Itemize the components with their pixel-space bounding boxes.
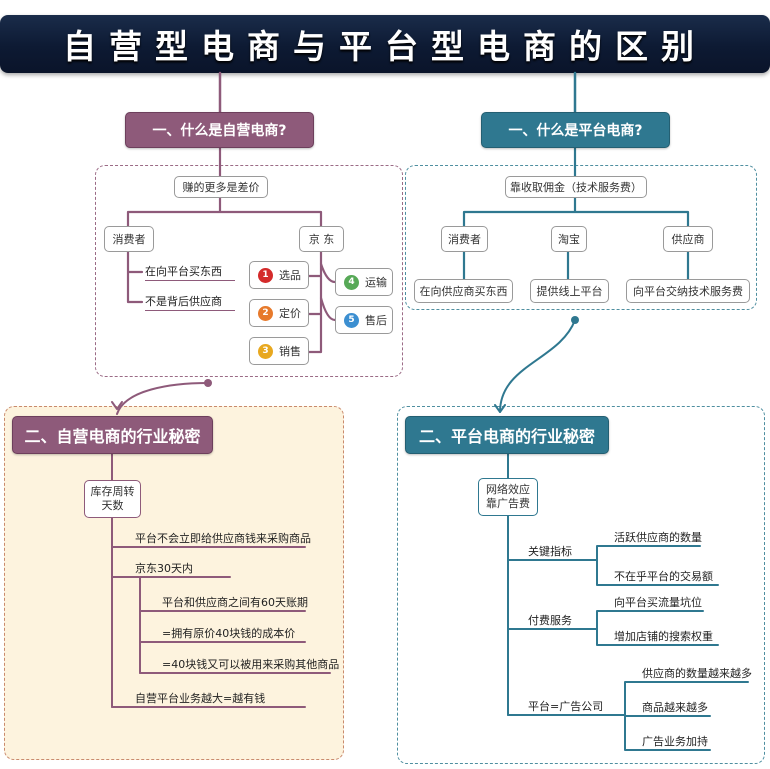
platform-consumer-node: 消费者: [441, 226, 488, 252]
inventory-turnover-line: 天数: [101, 499, 124, 512]
page-title: 自营型电商与平台型电商的区别: [63, 27, 707, 66]
jd-item-label: 定价: [279, 307, 301, 320]
platform-consumer-child: 在向供应商买东西: [414, 279, 513, 303]
jd-item-label: 销售: [279, 345, 301, 358]
ad-company-item-3: 广告业务加持: [642, 735, 708, 748]
key-metric-item-1: 活跃供应商的数量: [614, 531, 702, 544]
jd-item-label: 运输: [365, 276, 387, 289]
jd-item-pricing: 2 定价: [249, 299, 309, 327]
consumer-item-2: 不是背后供应商: [145, 295, 235, 311]
left-secret-item-4: =拥有原价40块钱的成本价: [162, 627, 296, 640]
network-effect-node: 网络效应 靠广告费: [478, 478, 538, 516]
supplier-child: 向平台交纳技术服务费: [626, 279, 750, 303]
step-3-icon: 3: [258, 343, 273, 359]
jd-item-shipping: 4 运输: [335, 268, 393, 296]
left-bottom-region: [4, 406, 344, 760]
title-banner: [0, 15, 770, 73]
step-5-icon: 5: [344, 312, 359, 328]
left-secret-item-6: 自营平台业务越大=越有钱: [135, 692, 266, 705]
right-top-region: [405, 165, 757, 310]
taobao-child: 提供线上平台: [530, 279, 609, 303]
step-4-icon: 4: [344, 274, 359, 290]
left-secret-item-3: 平台和供应商之间有60天账期: [162, 596, 308, 609]
inventory-turnover-line: 库存周转: [90, 485, 135, 498]
inventory-turnover-node: 库存周转 天数: [84, 480, 141, 518]
key-metric-item-2: 不在乎平台的交易额: [614, 570, 713, 583]
network-effect-line: 网络效应: [486, 483, 530, 496]
ad-company-item-2: 商品越来越多: [642, 701, 708, 714]
ad-company-label: 平台=广告公司: [528, 700, 604, 713]
supplier-node: 供应商: [663, 226, 713, 252]
paid-service-item-2: 增加店铺的搜索权重: [614, 630, 713, 643]
left-secret-item-5: =40块钱又可以被用来采购其他商品: [162, 658, 340, 671]
platform-header: 一、什么是平台电商?: [481, 112, 670, 148]
jd-item-sales: 3 销售: [249, 337, 309, 365]
self-operated-header: 一、什么是自营电商?: [125, 112, 314, 148]
consumer-node: 消费者: [104, 226, 154, 252]
ad-company-item-1: 供应商的数量越来越多: [642, 667, 752, 680]
jd-node: 京 东: [299, 226, 344, 252]
jd-item-label: 售后: [365, 314, 387, 327]
jd-item-select: 1 选品: [249, 261, 309, 289]
key-metric-label: 关键指标: [528, 545, 572, 558]
left-secret-item-2: 京东30天内: [135, 562, 193, 575]
step-1-icon: 1: [258, 267, 273, 283]
left-secret-item-1: 平台不会立即给供应商钱来采购商品: [135, 532, 311, 545]
self-operated-secret-header: 二、自营电商的行业秘密: [12, 416, 213, 454]
self-operated-root: 赚的更多是差价: [174, 176, 268, 198]
network-effect-line: 靠广告费: [486, 497, 530, 510]
jd-item-label: 选品: [279, 269, 301, 282]
left-top-region: [95, 165, 403, 377]
consumer-item-1: 在向平台买东西: [145, 265, 235, 281]
taobao-node: 淘宝: [551, 226, 587, 252]
platform-root: 靠收取佣金（技术服务费）: [505, 176, 647, 198]
step-2-icon: 2: [258, 305, 273, 321]
platform-secret-header: 二、平台电商的行业秘密: [405, 416, 609, 454]
paid-service-item-1: 向平台买流量坑位: [614, 596, 702, 609]
jd-item-after-sales: 5 售后: [335, 306, 393, 334]
paid-service-label: 付费服务: [528, 614, 572, 627]
